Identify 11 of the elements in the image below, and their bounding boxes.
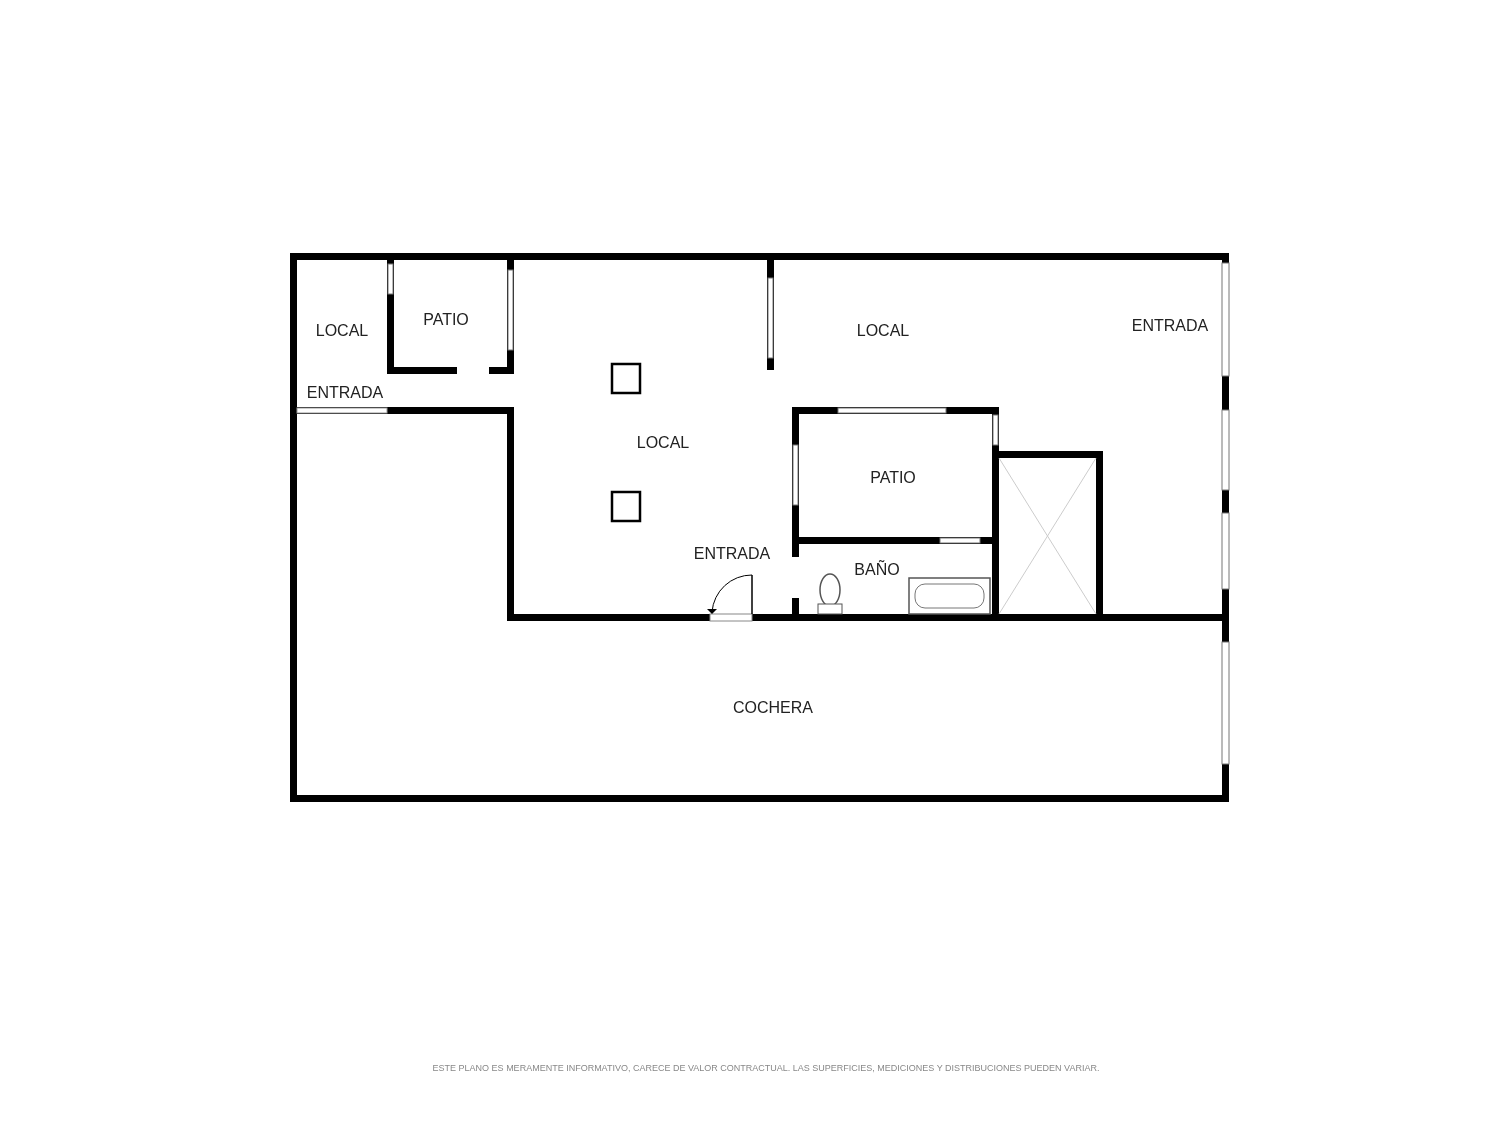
room-label: LOCAL <box>636 433 690 453</box>
room-label: PATIO <box>423 310 469 330</box>
room-label: PATIO <box>870 468 916 488</box>
room-label: COCHERA <box>733 698 813 718</box>
room-label: LOCAL <box>856 321 910 341</box>
disclaimer-note: ESTE PLANO ES MERAMENTE INFORMATIVO, CARECE DE VALOR CONTRACTUAL. LAS SUPERFICIES, MEDICIONES Y DISTRIBUCIONES PUEDEN VARIAR. <box>432 1062 1100 1076</box>
room-label: LOCAL <box>315 321 369 341</box>
room-label: ENTRADA <box>693 544 771 564</box>
room-label: ENTRADA <box>1131 316 1209 336</box>
room-label: BAÑO <box>854 559 900 580</box>
room-label: ENTRADA <box>306 383 384 403</box>
